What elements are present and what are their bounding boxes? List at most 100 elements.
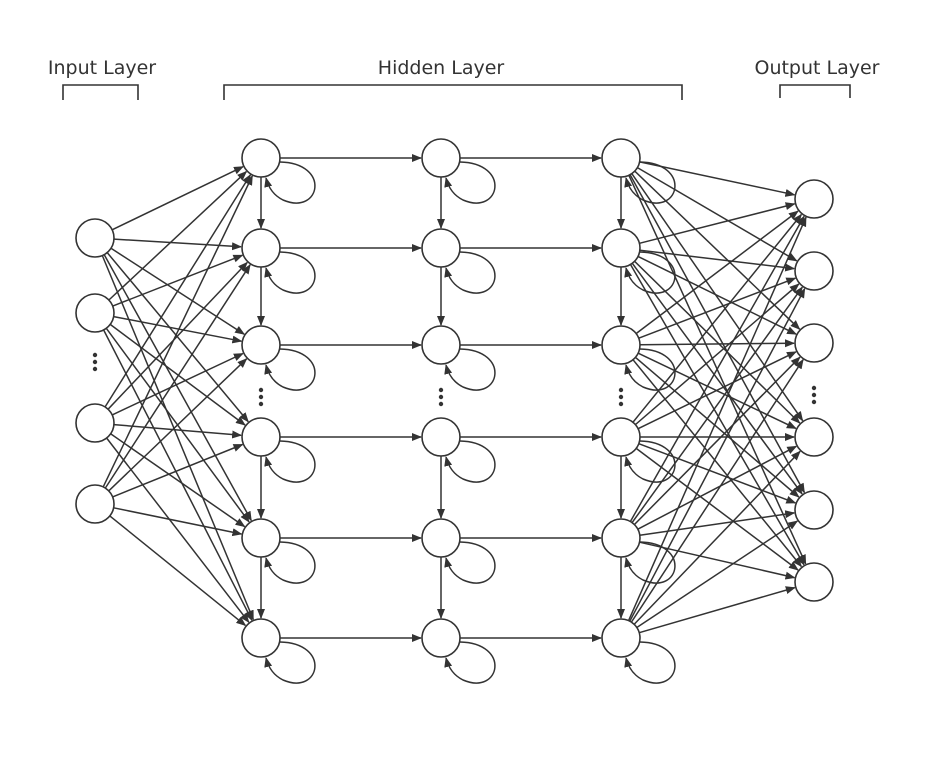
edge-hidden-0-output-2 [634, 170, 801, 330]
edge-hidden-5-output-3 [633, 450, 801, 625]
output-ellipsis-dot-2 [811, 399, 817, 405]
output-node-3 [794, 417, 834, 457]
self-loop-c0-r3 [264, 440, 316, 483]
edge-input-0-hidden-3 [106, 252, 249, 423]
edge-hidden-2-output-5 [632, 359, 803, 568]
self-loop-c1-r3 [444, 440, 496, 483]
hidden-node-c0-r1 [241, 228, 281, 268]
input-node-3 [75, 484, 115, 524]
hidden-node-c2-r3 [601, 417, 641, 457]
ellipses [92, 352, 817, 407]
self-loop-c2-r4 [624, 541, 676, 584]
edge-input-2-hidden-1 [107, 261, 248, 410]
edge-hidden-5-output-2 [630, 358, 804, 623]
edge-hidden-2-output-2 [639, 339, 795, 348]
hidden-c2-ellipsis-dot-2 [618, 401, 624, 407]
edge-input-2-hidden-4 [110, 433, 246, 528]
input-ellipsis-dot-1 [92, 359, 98, 365]
hidden-node-c1-r1 [421, 228, 461, 268]
recurrent-loops [264, 161, 676, 684]
output-node-2 [794, 323, 834, 363]
hidden-node-c2-r4 [601, 518, 641, 558]
edge-input-1-hidden-3 [109, 323, 246, 426]
edge-input-3-hidden-3 [112, 443, 244, 498]
edge-hidden-4-output-0 [629, 215, 805, 522]
edge-hidden-0-output-0 [639, 161, 796, 197]
output-ellipsis-dot-0 [811, 385, 817, 391]
self-loop-c0-r0 [264, 161, 316, 204]
hidden-node-c2-r5 [601, 618, 641, 658]
edge-input-3-hidden-1 [104, 263, 251, 489]
edge-hidden-5-output-0 [627, 216, 807, 621]
self-loop-c2-r3 [624, 440, 676, 483]
edge-hidden-0-output-3 [631, 173, 804, 422]
edge-hidden-4-output-1 [631, 286, 803, 524]
edge-hidden-3-output-5 [635, 447, 799, 571]
self-loop-c0-r1 [264, 251, 316, 294]
hidden-c2-ellipsis-dot-0 [618, 387, 624, 393]
hidden-c2-ellipsis-dot-1 [618, 394, 624, 400]
input-ellipsis-dot-0 [92, 352, 98, 358]
self-loop-c2-r5 [624, 641, 676, 684]
edge-hidden-1-output-4 [631, 262, 803, 495]
hidden-node-c1-r0 [421, 138, 461, 178]
hidden-c0-ellipsis-dot-2 [258, 401, 264, 407]
hidden-node-c1-r5 [421, 618, 461, 658]
output-layer-label: Output Layer [754, 57, 879, 79]
hidden-layer-label: Hidden Layer [378, 57, 505, 79]
edge-input-0-hidden-4 [103, 254, 252, 522]
edge-hidden-1-output-3 [634, 260, 801, 424]
edge-hidden-0-output-4 [629, 174, 806, 494]
self-loop-c1-r0 [444, 161, 496, 204]
nodes [75, 138, 834, 658]
edge-input-2-hidden-2 [111, 352, 244, 416]
edge-input-1-hidden-1 [112, 254, 244, 307]
output-node-4 [794, 490, 834, 530]
hidden-node-c0-r3 [241, 417, 281, 457]
input-node-2 [75, 403, 115, 443]
output-node-0 [794, 179, 834, 219]
hidden-c0-ellipsis-dot-0 [258, 387, 264, 393]
edge-hidden-1-output-0 [639, 202, 796, 245]
hidden-layer-bracket [223, 84, 683, 100]
edge-input-2-hidden-5 [106, 437, 250, 623]
edge-hidden-2-output-0 [635, 210, 799, 335]
edge-hidden-4-output-3 [637, 445, 798, 530]
hidden-node-c1-r3 [421, 417, 461, 457]
edge-hidden-3-output-1 [634, 283, 800, 426]
input-layer-bracket [62, 84, 139, 100]
input-node-0 [75, 218, 115, 258]
edge-hidden-5-output-4 [636, 520, 799, 629]
edge-hidden-3-output-2 [637, 351, 797, 430]
edge-hidden-4-output-2 [633, 356, 801, 526]
edge-input-0-hidden-1 [113, 238, 242, 251]
edge-input-3-hidden-5 [109, 515, 247, 627]
hidden-node-c1-r2 [421, 325, 461, 365]
edge-hidden-5-output-1 [629, 287, 806, 622]
edge-hidden-5-output-5 [638, 586, 796, 634]
output-node-1 [794, 251, 834, 291]
edge-hidden-2-output-1 [638, 277, 797, 339]
edge-hidden-4-output-4 [639, 510, 796, 537]
edge-input-2-hidden-0 [104, 174, 252, 408]
self-loop-c1-r5 [444, 641, 496, 684]
hidden-c1-ellipsis-dot-2 [438, 401, 444, 407]
edge-input-1-hidden-2 [113, 315, 243, 344]
hidden-node-c0-r2 [241, 325, 281, 365]
output-node-5 [794, 562, 834, 602]
edge-input-3-hidden-2 [108, 358, 248, 492]
input-node-1 [75, 293, 115, 333]
edge-input-3-hidden-4 [113, 507, 243, 537]
hidden-node-c2-r0 [601, 138, 641, 178]
self-loop-c1-r2 [444, 348, 496, 391]
edge-input-1-hidden-0 [108, 170, 248, 301]
edge-hidden-1-output-5 [629, 264, 805, 566]
edge-hidden-0-output-1 [637, 166, 798, 262]
self-loop-c0-r4 [264, 541, 316, 584]
edge-input-0-hidden-0 [111, 166, 244, 231]
hidden-node-c2-r2 [601, 325, 641, 365]
hidden-node-c0-r0 [241, 138, 281, 178]
input-layer-label: Input Layer [48, 57, 156, 79]
edge-hidden-4-output-5 [639, 541, 796, 580]
